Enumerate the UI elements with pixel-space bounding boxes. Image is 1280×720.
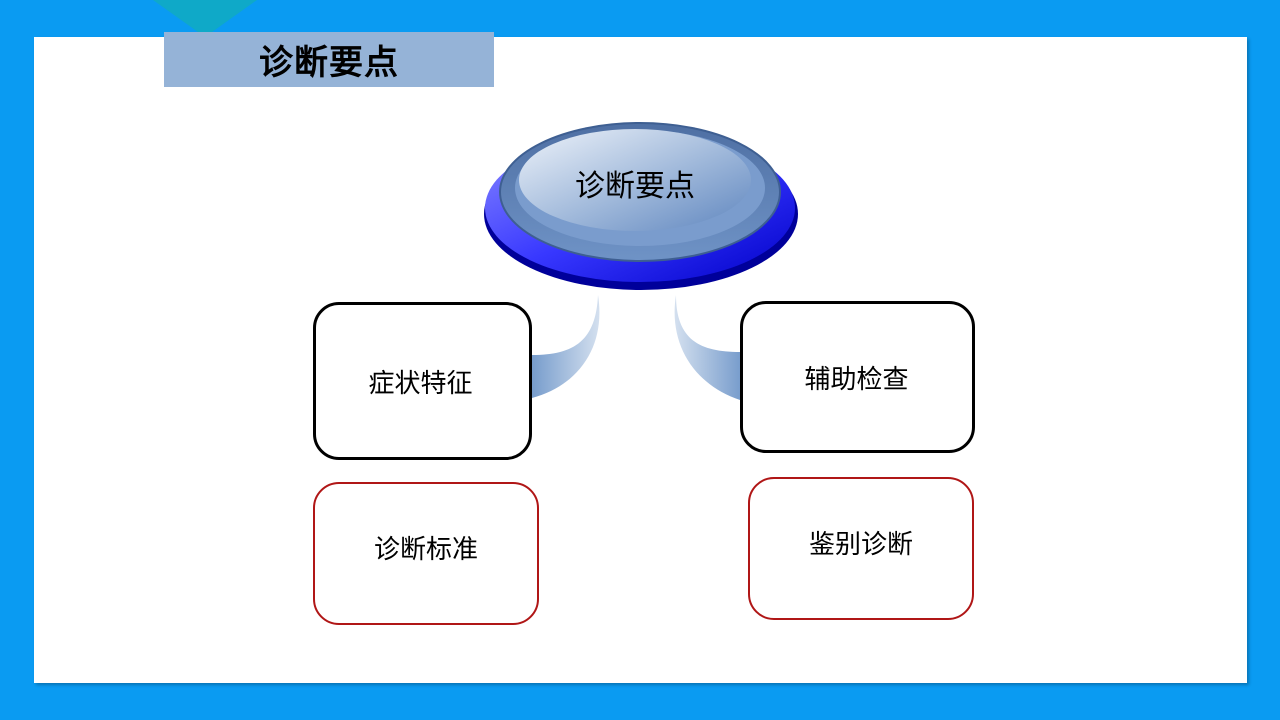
center-node-label: 诊断要点 [575, 169, 695, 204]
box-diagnostic-criteria-label: 诊断标准 [373, 535, 478, 565]
box-differential-diagnosis-label: 鉴别诊断 [808, 530, 913, 560]
title-banner: 诊断要点 [164, 32, 494, 87]
box-differential-diagnosis[interactable]: 鉴别诊断 [748, 477, 974, 620]
box-auxiliary-exams[interactable]: 辅助检查 [740, 301, 975, 453]
box-auxiliary-exams-label: 辅助检查 [804, 364, 909, 395]
box-symptoms[interactable]: 症状特征 [313, 302, 532, 460]
box-diagnostic-criteria[interactable]: 诊断标准 [313, 482, 539, 625]
slide-title: 诊断要点 [259, 43, 399, 83]
box-symptoms-label: 症状特征 [368, 368, 473, 399]
accent-triangle [153, 0, 257, 37]
center-node-shape [484, 122, 798, 290]
